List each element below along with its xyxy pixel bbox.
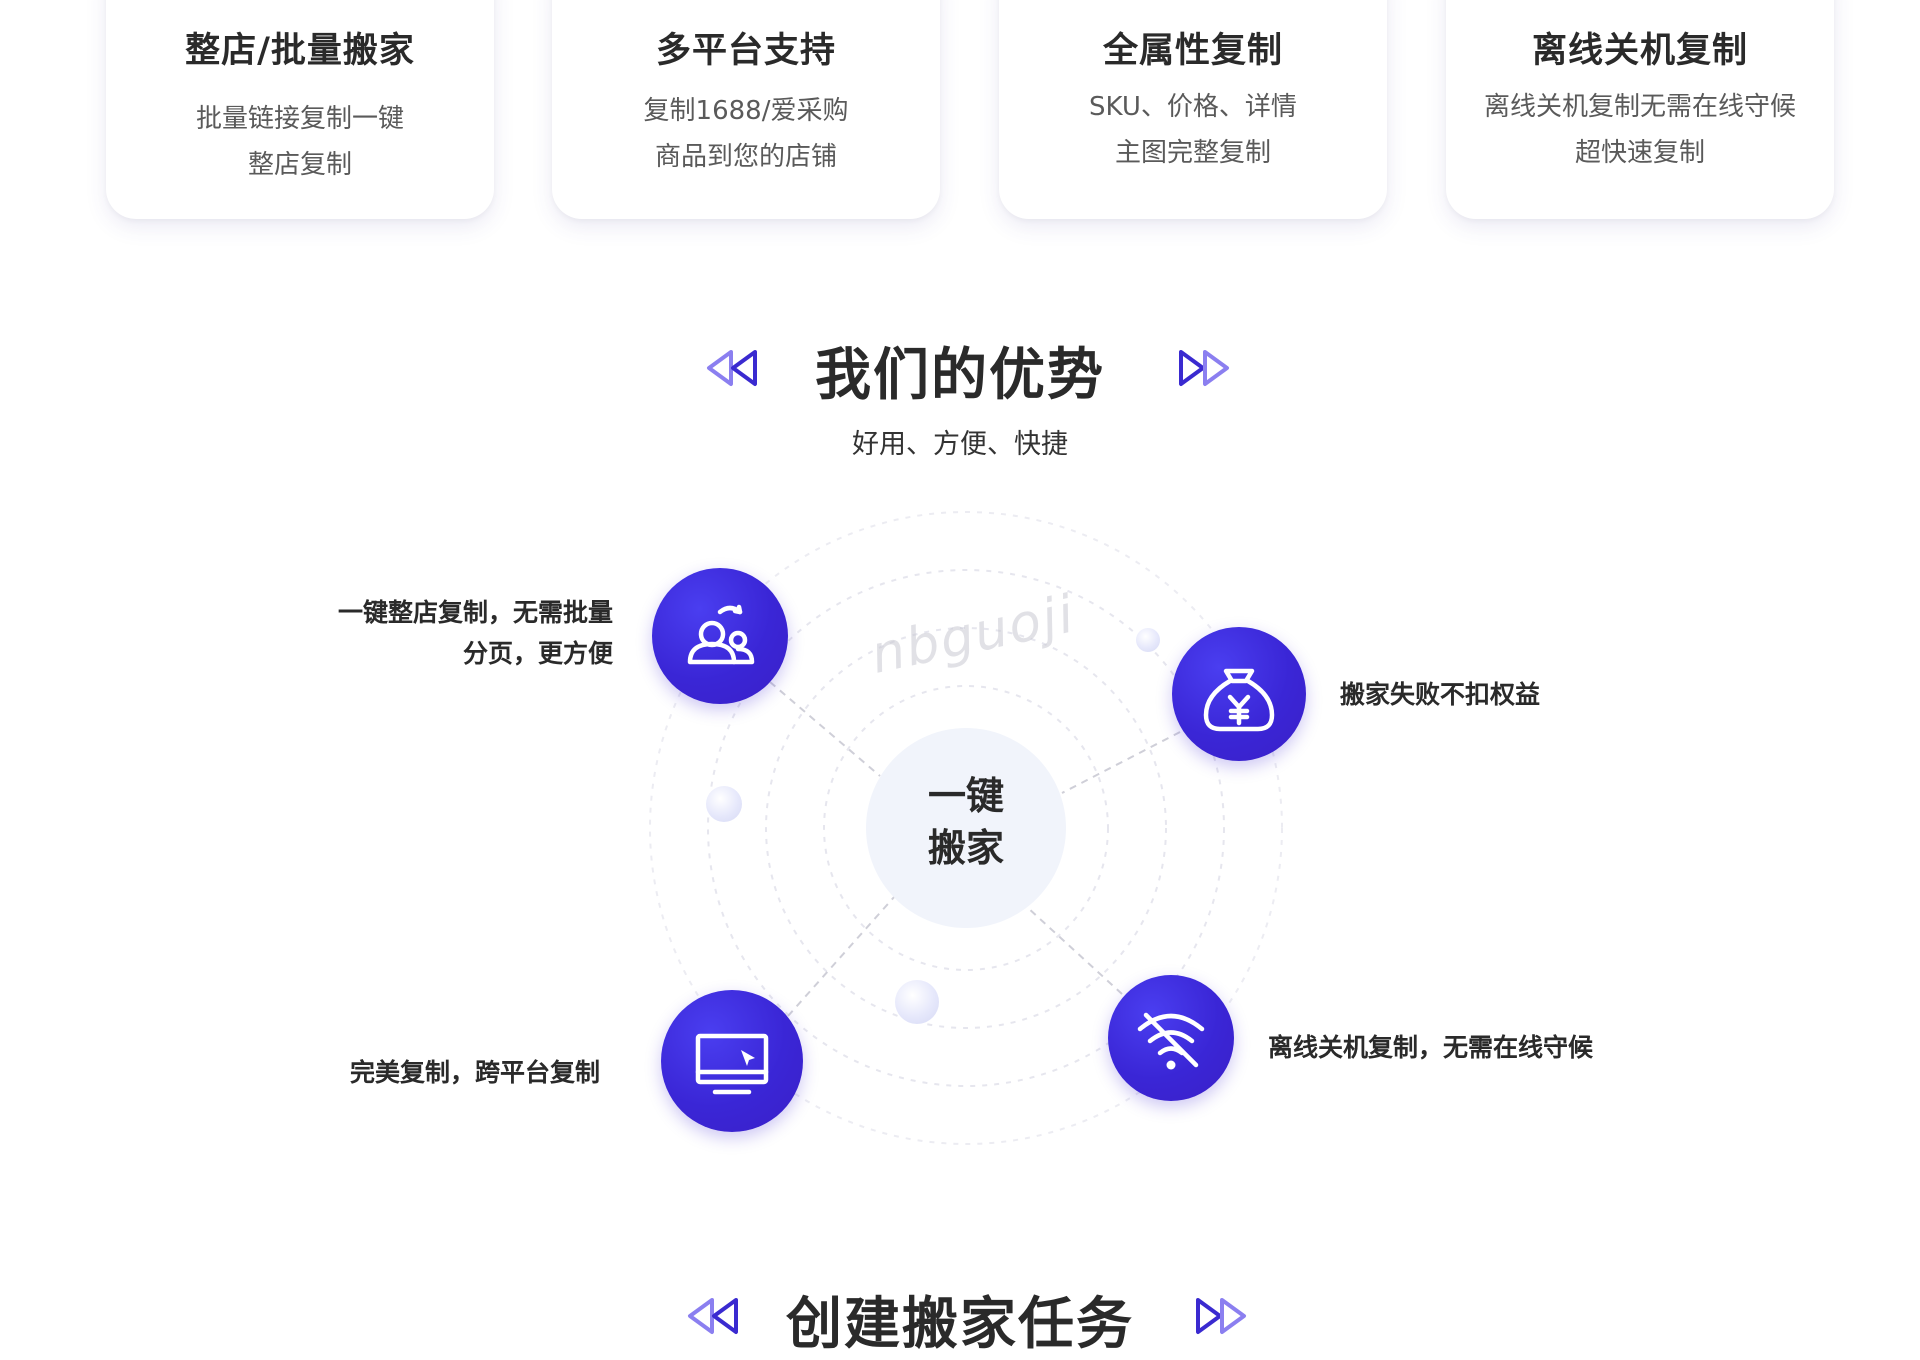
feature-card-multi-platform[interactable]: 多平台支持 复制1688/爱采购 商品到您的店铺	[552, 0, 940, 219]
users-refresh-icon	[687, 604, 755, 665]
double-left-arrow-icon	[707, 350, 757, 386]
node-label-perfect-copy: 完美复制，跨平台复制	[350, 1058, 601, 1087]
advantages-header: 我们的优势 好用、方便、快捷	[0, 330, 1920, 470]
node-perfect-copy[interactable]	[661, 990, 803, 1132]
card-title: 整店/批量搬家	[185, 31, 415, 71]
monitor-cursor-icon	[695, 1033, 769, 1095]
card-title: 离线关机复制	[1531, 31, 1748, 71]
feature-card-full-attribute[interactable]: 全属性复制 SKU、价格、详情 主图完整复制	[999, 0, 1387, 219]
card-desc: 复制1688/爱采购 商品到您的店铺	[643, 96, 849, 172]
create-task-title: 创建搬家任务	[786, 1292, 1134, 1357]
node-label-offline-copy: 离线关机复制，无需在线守候	[1268, 1033, 1594, 1062]
decor-dot	[706, 786, 742, 822]
card-desc: SKU、价格、详情 主图完整复制	[1089, 92, 1297, 168]
decor-dot	[1136, 628, 1160, 652]
node-label-no-deduction: 搬家失败不扣权益	[1340, 680, 1541, 709]
node-whole-store-copy[interactable]	[652, 568, 788, 704]
card-desc: 批量链接复制一键 整店复制	[195, 104, 404, 180]
card-title: 多平台支持	[655, 31, 836, 71]
node-no-deduction[interactable]	[1172, 627, 1306, 761]
decor-dot	[895, 980, 939, 1024]
card-desc: 离线关机复制无需在线守候 超快速复制	[1483, 92, 1796, 168]
double-right-arrow-icon	[1196, 1298, 1246, 1334]
money-bag-yuan-icon	[1203, 668, 1275, 732]
advantages-subtitle: 好用、方便、快捷	[852, 429, 1068, 460]
create-task-header: 创建搬家任务	[0, 1282, 1920, 1357]
advantages-title: 我们的优势	[815, 343, 1105, 408]
card-title: 全属性复制	[1102, 31, 1283, 71]
feature-card-bulk-move[interactable]: 整店/批量搬家 批量链接复制一键 整店复制	[106, 0, 494, 219]
center-label: 一键 搬家	[927, 774, 1004, 870]
center-disc	[866, 728, 1066, 928]
wifi-off-icon	[1137, 1012, 1205, 1070]
double-right-arrow-icon	[1179, 350, 1229, 386]
double-left-arrow-icon	[688, 1298, 738, 1334]
feature-cards: 整店/批量搬家 批量链接复制一键 整店复制 多平台支持 复制1688/爱采购 商…	[0, 0, 1920, 230]
node-offline-copy[interactable]	[1108, 975, 1234, 1101]
node-label-whole-store-copy: 一键整店复制，无需批量 分页，更方便	[337, 598, 613, 668]
feature-card-offline-copy[interactable]: 离线关机复制 离线关机复制无需在线守候 超快速复制	[1446, 0, 1834, 219]
